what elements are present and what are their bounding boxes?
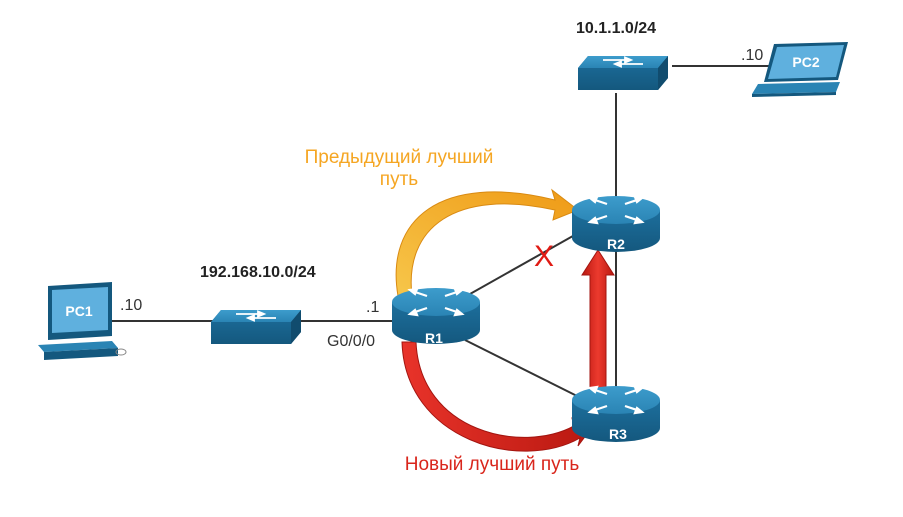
new-path-label: Новый лучший путь [405, 454, 580, 475]
pc1-host-address: .10 [120, 297, 142, 314]
desktop-pc-icon [38, 282, 127, 360]
previous-path-label-line1: Предыдущий лучший [305, 147, 494, 168]
switch-icon [577, 55, 669, 91]
pc2[interactable]: PC2 [752, 42, 848, 97]
pc2-label: PC2 [792, 54, 819, 70]
switch-1[interactable] [210, 309, 302, 345]
router-r3[interactable]: R3 [570, 384, 662, 444]
link-r1-r3 [464, 339, 586, 401]
laptop-icon [752, 42, 848, 97]
pc1-label: PC1 [65, 303, 92, 319]
new-path-arrow [401, 249, 615, 452]
switch-icon [210, 309, 302, 345]
router-r3-label: R3 [609, 426, 627, 442]
network-label-lan1: 192.168.10.0/24 [200, 264, 316, 281]
router-r2-label: R2 [607, 236, 625, 252]
link-r1-r2 [469, 231, 581, 295]
router-r2[interactable]: R2 [570, 194, 662, 254]
r1-host-address: .1 [366, 299, 379, 316]
switch-2[interactable] [577, 55, 669, 91]
pc2-host-address: .10 [741, 47, 763, 64]
failure-mark: X [534, 240, 554, 273]
network-label-lan2: 10.1.1.0/24 [576, 20, 656, 37]
links [110, 65, 770, 401]
router-r1-label: R1 [425, 330, 443, 346]
pc1[interactable]: PC1 [38, 282, 127, 360]
previous-path-label-line2: путь [380, 169, 418, 190]
router-r1[interactable]: R1 [390, 286, 482, 346]
r1-interface-label: G0/0/0 [327, 333, 375, 350]
